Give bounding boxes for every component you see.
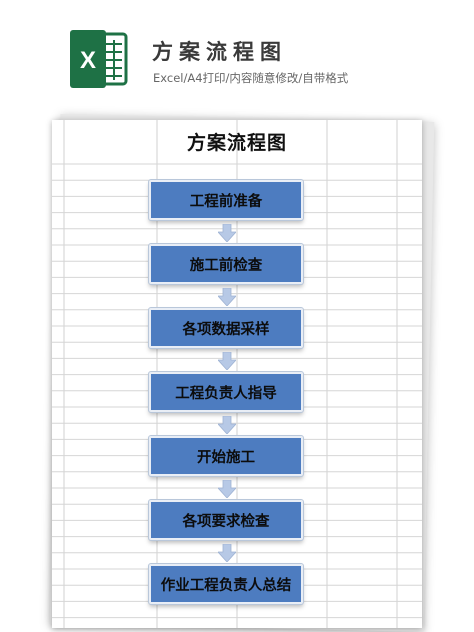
flow-step-3: 各项数据采样 xyxy=(148,307,304,349)
spreadsheet-preview: 方案流程图 工程前准备 施工前检查 各项数据采样 工程负责人指导 开始施工 各项… xyxy=(52,120,422,628)
flow-step-4: 工程负责人指导 xyxy=(148,371,304,413)
excel-icon: X xyxy=(70,30,128,88)
flow-step-7: 作业工程负责人总结 xyxy=(148,563,304,605)
document-subtitle: Excel/A4打印/内容随意修改/自带格式 xyxy=(153,71,349,85)
document-header: X 方案流程图 Excel/A4打印/内容随意修改/自带格式 xyxy=(0,0,474,110)
sheet-title: 方案流程图 xyxy=(186,132,287,154)
flow-step-2: 施工前检查 xyxy=(148,243,304,285)
down-arrow-icon xyxy=(218,224,236,242)
down-arrow-icon xyxy=(218,480,236,498)
excel-logo-letter: X xyxy=(80,47,96,74)
flow-step-1: 工程前准备 xyxy=(148,179,304,221)
down-arrow-icon xyxy=(218,416,236,434)
flow-step-6: 各项要求检查 xyxy=(148,499,304,541)
down-arrow-icon xyxy=(218,352,236,370)
document-title: 方案流程图 xyxy=(152,40,287,64)
spreadsheet-grid xyxy=(52,120,422,628)
down-arrow-icon xyxy=(218,288,236,306)
down-arrow-icon xyxy=(218,544,236,562)
flow-step-5: 开始施工 xyxy=(148,435,304,477)
